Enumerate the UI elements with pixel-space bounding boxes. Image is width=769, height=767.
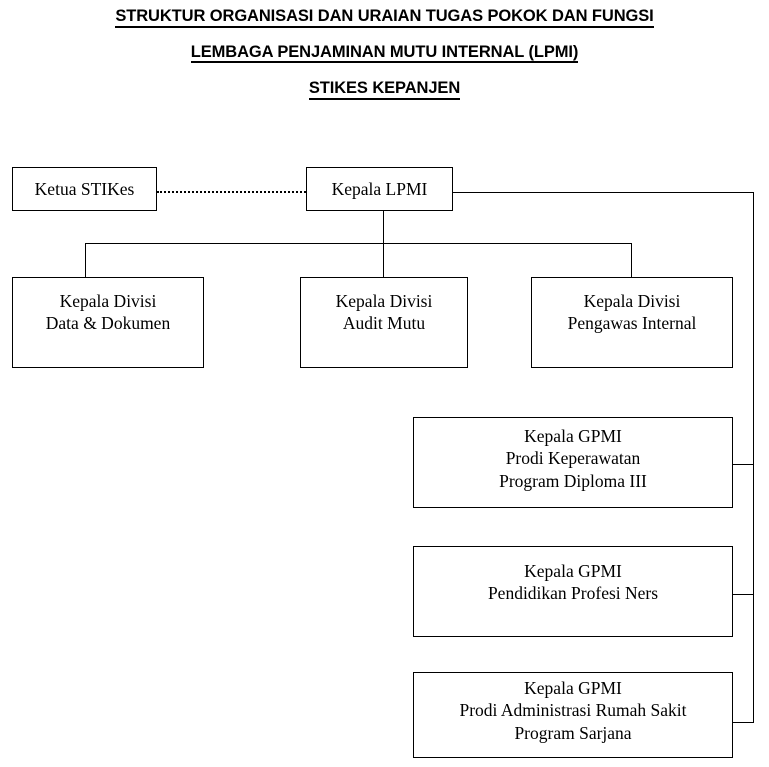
page-title: STRUKTUR ORGANISASI DAN URAIAN TUGAS POK…: [0, 0, 769, 100]
node-divisi-audit-mutu-label: Kepala Divisi Audit Mutu: [335, 291, 433, 334]
connector-division-bus: [85, 243, 632, 245]
connector-drop-divisi-pengawas: [631, 243, 633, 278]
node-kepala-lpmi[interactable]: Kepala LPMI: [306, 167, 453, 211]
connector-drop-divisi-audit: [383, 243, 385, 278]
title-line-2: LEMBAGA PENJAMINAN MUTU INTERNAL (LPMI): [0, 43, 769, 63]
node-gpmi-pendidikan-profesi-ners[interactable]: Kepala GPMI Pendidikan Profesi Ners: [413, 546, 733, 637]
node-gpmi-prodi-keperawatan-diploma[interactable]: Kepala GPMI Prodi Keperawatan Program Di…: [413, 417, 733, 508]
node-divisi-pengawas-internal[interactable]: Kepala Divisi Pengawas Internal: [531, 277, 733, 368]
connector-stub-gpmi-diploma: [733, 464, 754, 466]
node-ketua-stikes[interactable]: Ketua STIKes: [12, 167, 157, 211]
connector-drop-divisi-data: [85, 243, 87, 278]
node-kepala-lpmi-label: Kepala LPMI: [331, 178, 428, 199]
connector-stub-gpmi-ars: [733, 722, 754, 724]
connector-stub-gpmi-ners: [733, 594, 754, 596]
node-gpmi-pendidikan-profesi-ners-label: Kepala GPMI Pendidikan Profesi Ners: [487, 561, 659, 604]
connector-kepala-down: [383, 211, 385, 244]
node-divisi-pengawas-internal-label: Kepala Divisi Pengawas Internal: [567, 291, 697, 334]
title-line-3: STIKES KEPANJEN: [0, 80, 769, 100]
connector-kepala-right: [453, 192, 754, 194]
node-ketua-stikes-label: Ketua STIKes: [34, 178, 135, 199]
connector-ketua-to-kepala: [157, 191, 306, 193]
node-gpmi-prodi-keperawatan-diploma-label: Kepala GPMI Prodi Keperawatan Program Di…: [499, 426, 647, 491]
node-divisi-audit-mutu[interactable]: Kepala Divisi Audit Mutu: [300, 277, 468, 368]
connector-gpmi-trunk: [753, 192, 755, 723]
node-divisi-data-dokumen[interactable]: Kepala Divisi Data & Dokumen: [12, 277, 204, 368]
node-gpmi-prodi-administrasi-rumah-sakit[interactable]: Kepala GPMI Prodi Administrasi Rumah Sak…: [413, 672, 733, 758]
node-gpmi-prodi-administrasi-rumah-sakit-label: Kepala GPMI Prodi Administrasi Rumah Sak…: [459, 678, 687, 743]
title-line-1: STRUKTUR ORGANISASI DAN URAIAN TUGAS POK…: [0, 8, 769, 28]
node-divisi-data-dokumen-label: Kepala Divisi Data & Dokumen: [45, 291, 171, 334]
